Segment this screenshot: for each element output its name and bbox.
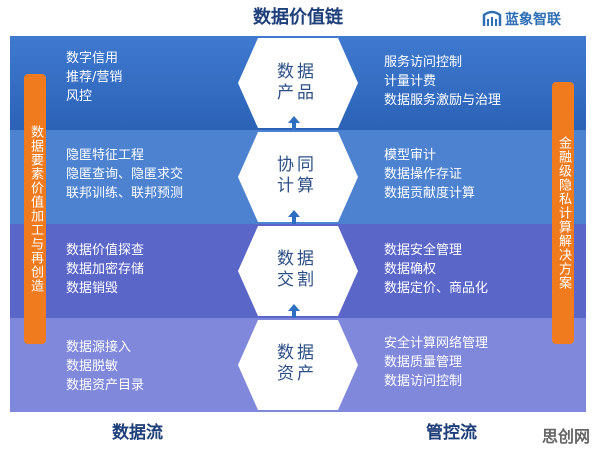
left-vertical-bar: 数据要素价值加工与再创造 (24, 74, 46, 344)
list-item: 隐匿特征工程 (66, 148, 145, 163)
footer-control-flow: 管控流 (426, 423, 477, 443)
up-arrow-icon (288, 210, 300, 224)
band-background (10, 318, 586, 412)
up-arrow-icon (288, 304, 300, 318)
right-vertical-bar: 金融级隐私计算解决方案 (552, 82, 574, 344)
hex-data-delivery: 数据 交割 (277, 249, 317, 290)
list-item: 服务访问控制 (384, 55, 463, 70)
band-data-product (10, 36, 586, 130)
list-item: 模型审计 (384, 148, 437, 163)
list-item: 数据销毁 (66, 281, 119, 296)
list-item: 数据服务激励与治理 (384, 93, 502, 108)
footer-data-flow: 数据流 (112, 423, 163, 443)
list-item: 数据源接入 (66, 340, 132, 355)
list-item: 数据确权 (384, 262, 437, 277)
list-item: 数据脱敏 (66, 359, 119, 374)
list-item: 数字信用 (66, 51, 119, 66)
bridge-logo-icon (482, 10, 502, 26)
band2-left-list: 隐匿特征工程 隐匿查询、隐匿求交 联邦训练、联邦预测 (66, 146, 183, 203)
list-item: 数据贡献度计算 (384, 186, 476, 201)
band-data-delivery (10, 224, 586, 318)
list-item: 安全计算网络管理 (384, 336, 489, 351)
list-item: 数据定价、商品化 (384, 281, 489, 296)
band3-right-list: 数据安全管理 数据确权 数据定价、商品化 (384, 241, 488, 298)
band-background (10, 130, 586, 224)
corner-watermark: 思创网 (541, 427, 590, 446)
list-item: 数据访问控制 (384, 374, 463, 389)
list-item: 数据加密存储 (66, 262, 145, 277)
brand-name: 蓝象智联 (505, 12, 561, 28)
band4-left-list: 数据源接入 数据脱敏 数据资产目录 (66, 338, 144, 395)
list-item: 数据资产目录 (66, 378, 145, 393)
band-background (10, 36, 586, 130)
band-collab-compute (10, 130, 586, 224)
band1-right-list: 服务访问控制 计量计费 数据服务激励与治理 (384, 53, 501, 110)
band3-left-list: 数据价值探查 数据加密存储 数据销毁 (66, 241, 144, 298)
list-item: 数据安全管理 (384, 243, 463, 258)
hex-collab-compute: 协同 计算 (277, 155, 317, 196)
list-item: 推荐/营销 (66, 70, 123, 85)
list-item: 数据质量管理 (384, 355, 463, 370)
band2-right-list: 模型审计 数据操作存证 数据贡献度计算 (384, 146, 475, 203)
list-item: 风控 (66, 89, 93, 104)
list-item: 数据操作存证 (384, 167, 463, 182)
up-arrow-icon (288, 116, 300, 130)
list-item: 联邦训练、联邦预测 (66, 186, 184, 201)
band4-right-list: 安全计算网络管理 数据质量管理 数据访问控制 (384, 334, 488, 391)
diagram-title: 数据价值链 (253, 7, 343, 28)
list-item: 数据价值探查 (66, 243, 145, 258)
list-item: 计量计费 (384, 74, 437, 89)
list-item: 隐匿查询、隐匿求交 (66, 167, 184, 182)
band-data-asset (10, 318, 586, 412)
hex-data-asset: 数据 资产 (277, 343, 317, 384)
band-background (10, 224, 586, 318)
hex-data-product: 数据 产品 (277, 62, 317, 103)
brand-logo: 蓝象智联 (482, 8, 561, 30)
band1-left-list: 数字信用 推荐/营销 风控 (66, 49, 122, 106)
